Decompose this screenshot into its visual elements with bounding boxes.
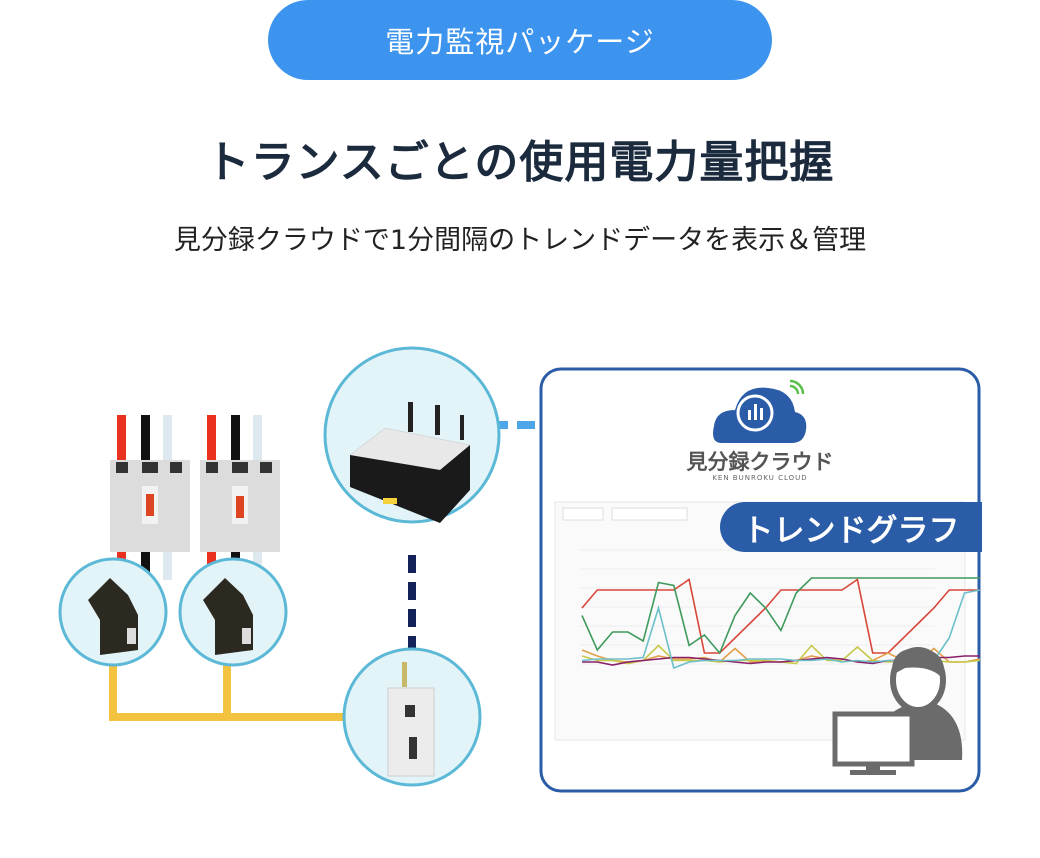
page-subtitle: 見分録クラウドで1分間隔のトレンドデータを表示＆管理 xyxy=(173,225,867,256)
gateway-icon xyxy=(323,346,501,524)
sensor-unit-icon xyxy=(342,647,482,787)
ct-sensor-icon xyxy=(58,557,168,667)
package-label: 電力監視パッケージ xyxy=(268,0,772,80)
trend-series-line xyxy=(581,578,980,654)
cloud-logo-text: 見分録クラウド xyxy=(686,450,834,474)
user-at-monitor-icon xyxy=(832,647,963,775)
breaker-icon xyxy=(110,415,190,585)
ct-sensor-icon xyxy=(178,557,288,667)
breaker-icon xyxy=(200,415,280,575)
cloud-logo-icon xyxy=(713,379,807,443)
yellow-wire xyxy=(109,665,345,721)
cloud-logo-subtext: KEN BUNROKU CLOUD xyxy=(712,474,808,482)
page-title: トランスごとの使用電力量把握 xyxy=(205,137,835,188)
trend-graph-badge: トレンドグラフ xyxy=(720,502,982,552)
trend-series-line xyxy=(581,577,980,655)
